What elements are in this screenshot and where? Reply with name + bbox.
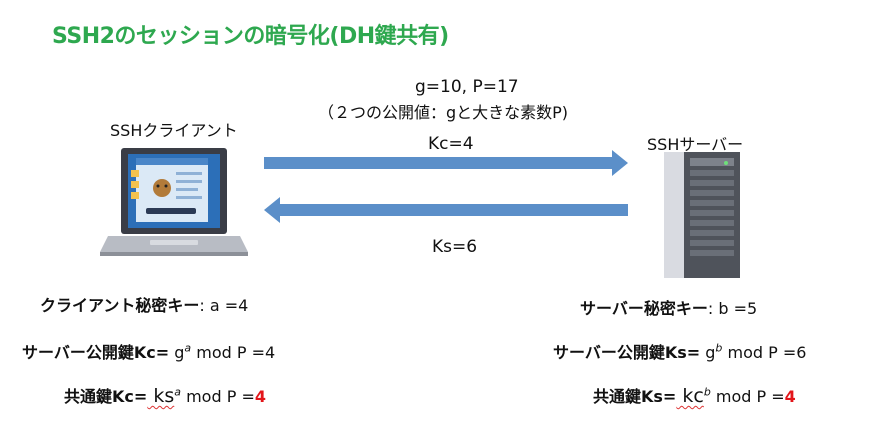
server-shared-key: 共通鍵Ks= kcb mod P =4 (593, 383, 796, 407)
server-private-key-value: : b =5 (707, 299, 758, 318)
client-shared-key-exponent: a (174, 385, 181, 399)
ks-arrow-label: Ks=6 (432, 237, 478, 257)
server-public-key-label: サーバー公開鍵Ks= (553, 343, 701, 362)
client-shared-key-expr: mod P = (181, 387, 255, 406)
server-private-key-label: サーバー秘密キー (580, 299, 708, 318)
client-shared-key: 共通鍵Kc= ksa mod P =4 (64, 383, 266, 407)
server-shared-key-exponent: b (703, 385, 711, 399)
server-public-key: サーバー公開鍵Ks= gb mod P =6 (553, 339, 806, 363)
client-private-key-label: クライアント秘密キー (40, 296, 200, 315)
server-shared-key-expr: mod P = (710, 387, 785, 406)
client-public-key-base: g (169, 343, 185, 362)
server-shared-key-label: 共通鍵Ks= (593, 387, 677, 406)
client-private-key-value: : a =4 (199, 296, 249, 315)
server-private-key: サーバー秘密キー: b =5 (580, 295, 757, 319)
public-params: g=10, P=17 (415, 77, 519, 97)
kc-arrow-label: Kc=4 (428, 134, 474, 154)
client-private-key: クライアント秘密キー: a =4 (40, 292, 248, 316)
diagram-title: SSH2のセッションの暗号化(DH鍵共有) (52, 24, 449, 49)
server-public-key-exponent: b (715, 341, 723, 355)
server-shared-key-base: kc (676, 385, 704, 407)
client-public-key-value: mod P =4 (191, 343, 276, 362)
client-shared-key-result: 4 (254, 387, 266, 406)
server-public-key-value: mod P =6 (722, 343, 807, 362)
client-public-key-exponent: a (184, 341, 192, 355)
server-label: SSHサーバー (647, 135, 744, 154)
client-public-key: サーバー公開鍵Kc= ga mod P =4 (22, 339, 275, 363)
server-shared-key-result: 4 (784, 387, 796, 406)
public-params-note: （２つの公開値：gと大きな素数P) (318, 103, 569, 122)
server-public-key-base: g (700, 343, 716, 362)
arrow-client-to-server (264, 150, 628, 176)
client-label: SSHクライアント (110, 121, 238, 140)
client-public-key-label: サーバー公開鍵Kc= (22, 343, 170, 362)
client-shared-key-base: ks (147, 385, 175, 407)
client-shared-key-label: 共通鍵Kc= (64, 387, 148, 406)
server-tower-icon (664, 152, 740, 278)
arrow-server-to-client (264, 197, 628, 223)
laptop-icon (100, 148, 248, 256)
